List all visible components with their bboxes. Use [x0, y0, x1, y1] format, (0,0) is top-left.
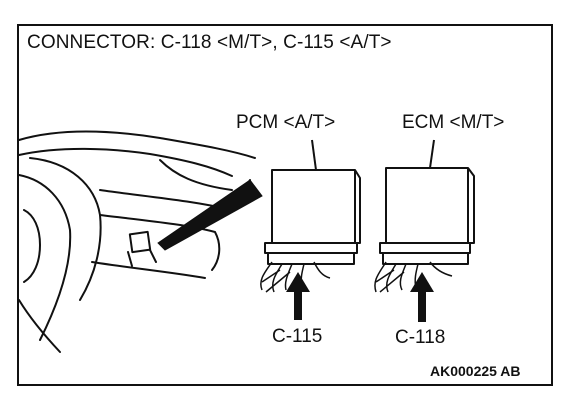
ecm-label: ECM <M/T> — [402, 112, 505, 133]
diagram-title: CONNECTOR: C-118 <M/T>, C-115 <A/T> — [27, 32, 392, 53]
arrow-c-115 — [286, 272, 310, 320]
location-pointer — [157, 179, 263, 251]
pcm-module — [264, 139, 361, 265]
ecm-module — [379, 139, 475, 265]
ecm-harness — [374, 261, 453, 293]
dashboard-illustration — [18, 130, 256, 353]
arrow-c-118 — [410, 272, 434, 322]
connector-label-c-118: C-118 — [395, 327, 446, 348]
pcm-harness — [260, 261, 331, 293]
pcm-label: PCM <A/T> — [236, 112, 336, 133]
connector-label-c-115: C-115 — [272, 326, 323, 347]
reference-code: AK000225 AB — [430, 363, 521, 379]
